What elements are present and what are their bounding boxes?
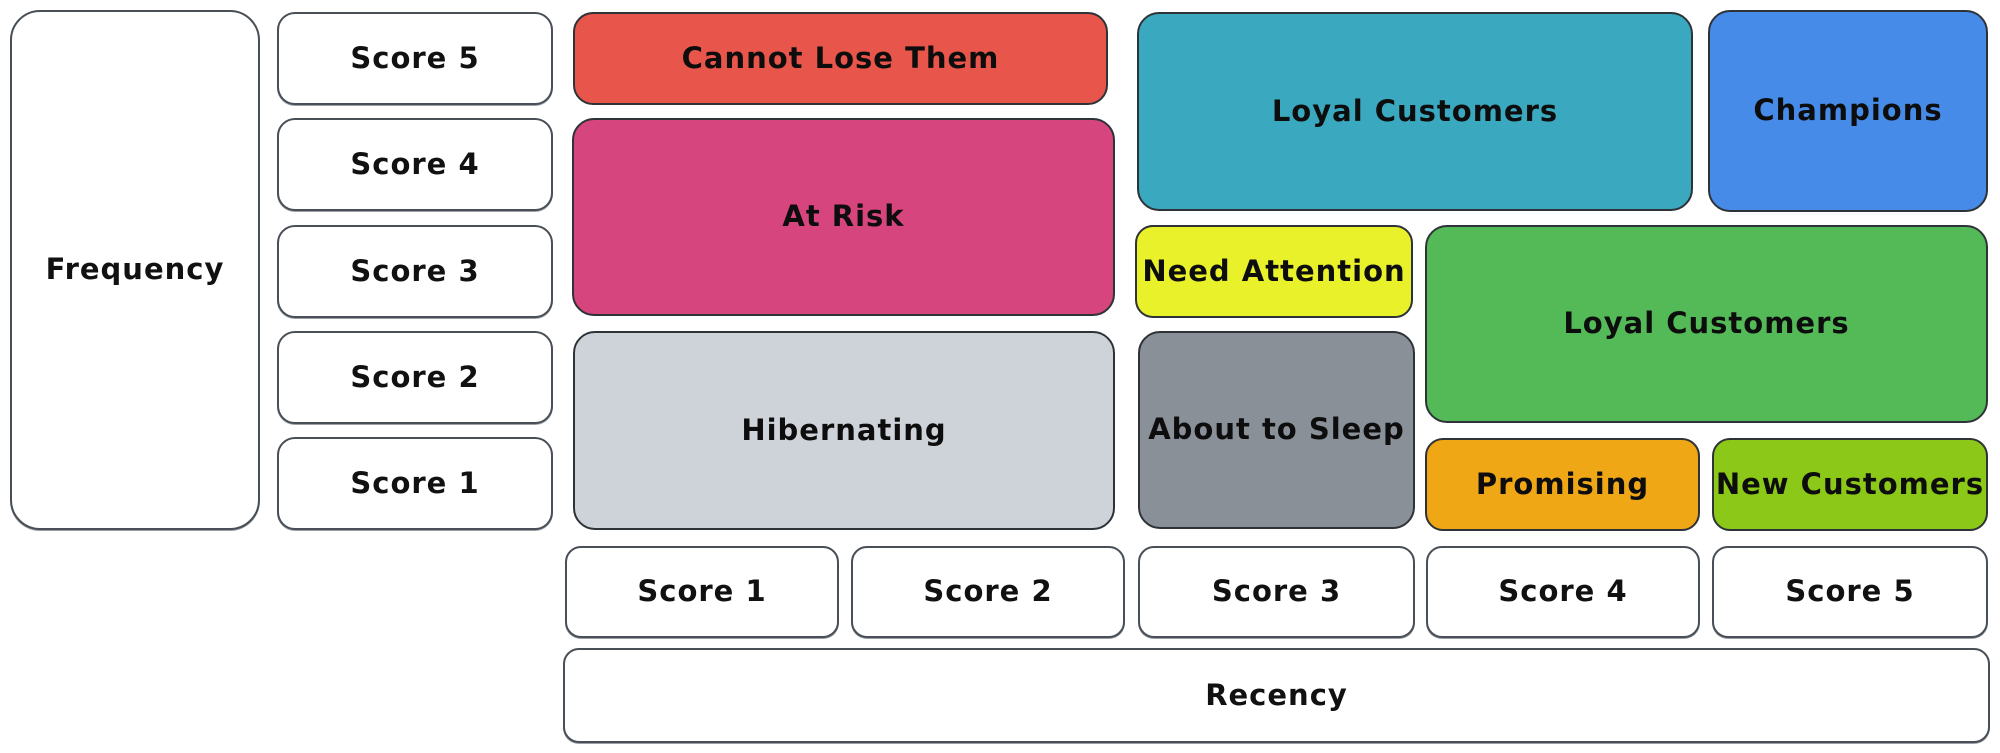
- segment-at-risk: At Risk: [572, 118, 1115, 316]
- recency-score-4: Score 4: [1426, 546, 1700, 638]
- recency-axis-label: Recency: [563, 648, 1990, 743]
- segment-new-customers: New Customers: [1712, 438, 1988, 531]
- recency-score-5: Score 5: [1712, 546, 1988, 638]
- segment-about-to-sleep: About to Sleep: [1138, 331, 1415, 529]
- segment-need-attention: Need Attention: [1135, 225, 1413, 318]
- recency-score-3: Score 3: [1138, 546, 1415, 638]
- segment-hibernating: Hibernating: [573, 331, 1115, 530]
- segment-loyal-customers-top: Loyal Customers: [1137, 12, 1693, 211]
- recency-score-2: Score 2: [851, 546, 1125, 638]
- frequency-score-1: Score 1: [277, 437, 553, 530]
- frequency-score-5: Score 5: [277, 12, 553, 105]
- frequency-axis-label: Frequency: [10, 10, 260, 530]
- frequency-score-2: Score 2: [277, 331, 553, 424]
- recency-score-1: Score 1: [565, 546, 839, 638]
- segment-cannot-lose-them: Cannot Lose Them: [573, 12, 1108, 105]
- segment-loyal-customers-mid: Loyal Customers: [1425, 225, 1988, 423]
- frequency-score-3: Score 3: [277, 225, 553, 318]
- segment-promising: Promising: [1425, 438, 1700, 531]
- segment-champions: Champions: [1708, 10, 1988, 212]
- frequency-score-4: Score 4: [277, 118, 553, 211]
